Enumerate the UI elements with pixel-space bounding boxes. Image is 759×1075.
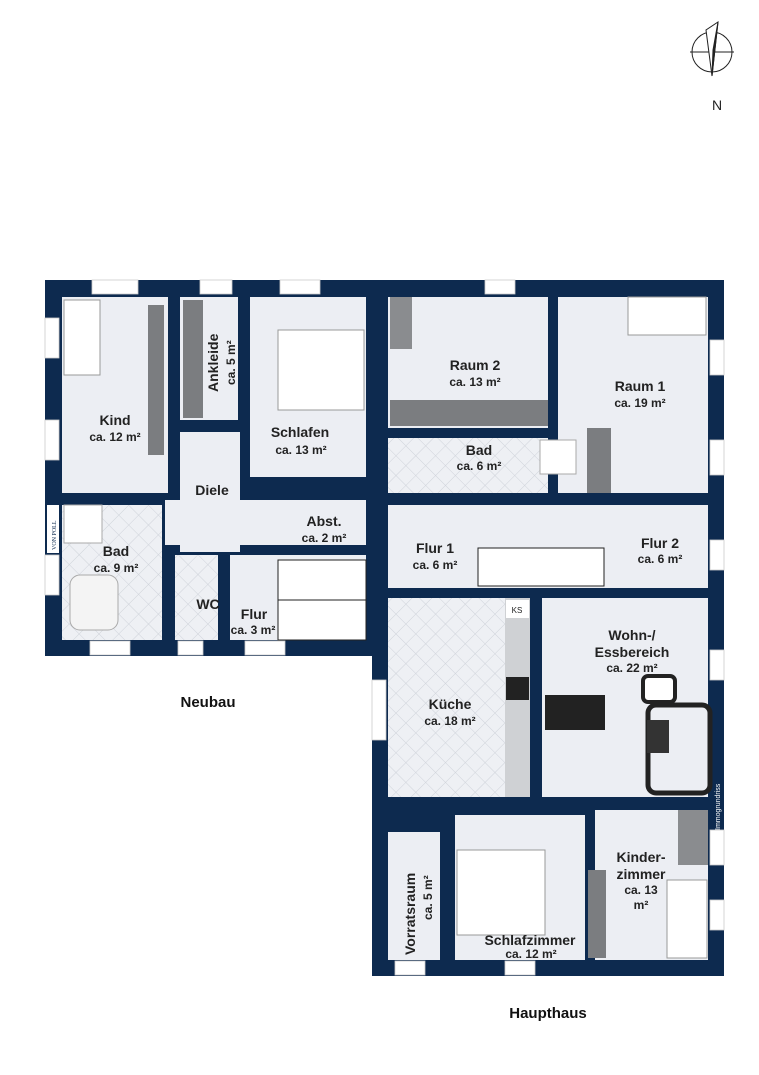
room-area: ca. 22 m² (606, 661, 657, 675)
floor-bad-right (388, 438, 548, 493)
bed-icon (627, 296, 707, 336)
room-name: Bad (103, 543, 129, 559)
wardrobe (588, 870, 606, 958)
room-area: ca. 12 m² (89, 430, 140, 444)
floor-wc (175, 555, 218, 640)
room-name: Bad (466, 442, 492, 458)
wardrobe (183, 300, 203, 418)
room-name: Diele (195, 482, 229, 498)
wardrobe (148, 305, 164, 455)
room-area: ca. 13 m² (449, 375, 500, 389)
room-name: Raum 1 (615, 378, 666, 394)
room-area: ca. 12 m² (505, 947, 556, 961)
bed-icon (666, 879, 708, 959)
room-area: ca. 6 m² (413, 558, 458, 572)
room-name: WC (196, 596, 219, 612)
room-name: Kind (99, 412, 130, 428)
bed-icon (456, 849, 546, 936)
shower (539, 439, 577, 475)
svg-text:VON POLL: VON POLL (52, 520, 58, 550)
compass-icon (690, 20, 734, 77)
immogrundriss-credit: Immogrundriss (715, 783, 722, 830)
wardrobe (390, 400, 548, 426)
room-name: Raum 2 (450, 357, 501, 373)
fridge (506, 600, 529, 618)
room-name: Ankleide (205, 333, 221, 392)
room-name: Schlafzimmer (484, 932, 576, 948)
room-area: ca. 13 m² (275, 443, 326, 457)
fridge-label: KS (512, 606, 523, 615)
room-area: ca. 13 (624, 883, 658, 897)
room-name: Flur 2 (641, 535, 679, 551)
room-name: Vorratsraum (402, 873, 418, 955)
room-area: ca. 5 m² (224, 340, 238, 385)
room-name-line2: Essbereich (595, 644, 670, 660)
room-area: ca. 3 m² (231, 623, 276, 637)
room-area: ca. 5 m² (421, 875, 435, 920)
furniture (63, 296, 713, 959)
room-area: ca. 19 m² (614, 396, 665, 410)
room-name: Schlafen (271, 424, 329, 440)
desk (390, 297, 412, 349)
armchair-icon (641, 674, 677, 704)
wardrobe (587, 428, 611, 493)
room-name: Kinder- (617, 849, 666, 865)
room-labels: Kind ca. 12 m² Ankleide ca. 5 m² Schlafe… (89, 333, 682, 961)
room-name: Küche (429, 696, 472, 712)
room-name-line2: zimmer (616, 866, 666, 882)
bathtub-icon (69, 574, 119, 631)
bed-icon (63, 299, 101, 376)
coffee-table (647, 720, 669, 753)
floor-hall (165, 500, 366, 545)
windows (44, 279, 725, 976)
desk (678, 810, 708, 865)
von-poll-logo: VON POLL (47, 505, 59, 553)
shower (63, 504, 103, 544)
bed-icon (277, 329, 365, 411)
room-area: ca. 6 m² (638, 552, 683, 566)
floor-vorrat (388, 832, 440, 960)
room-area: ca. 2 m² (302, 531, 347, 545)
room-area-line2: m² (634, 898, 649, 912)
room-name: Wohn-/ (608, 627, 655, 643)
dining-table (545, 695, 605, 730)
room-name: Abst. (307, 513, 342, 529)
room-area: ca. 9 m² (94, 561, 139, 575)
room-name: Flur 1 (416, 540, 454, 556)
room-name: Flur (241, 606, 268, 622)
compass-north-label: N (712, 97, 722, 113)
room-area: ca. 18 m² (424, 714, 475, 728)
building-label-haupthaus: Haupthaus (509, 1005, 587, 1022)
building-label-neubau: Neubau (180, 694, 235, 711)
stove-icon (506, 677, 529, 700)
room-area: ca. 6 m² (457, 459, 502, 473)
staircase (277, 547, 605, 641)
